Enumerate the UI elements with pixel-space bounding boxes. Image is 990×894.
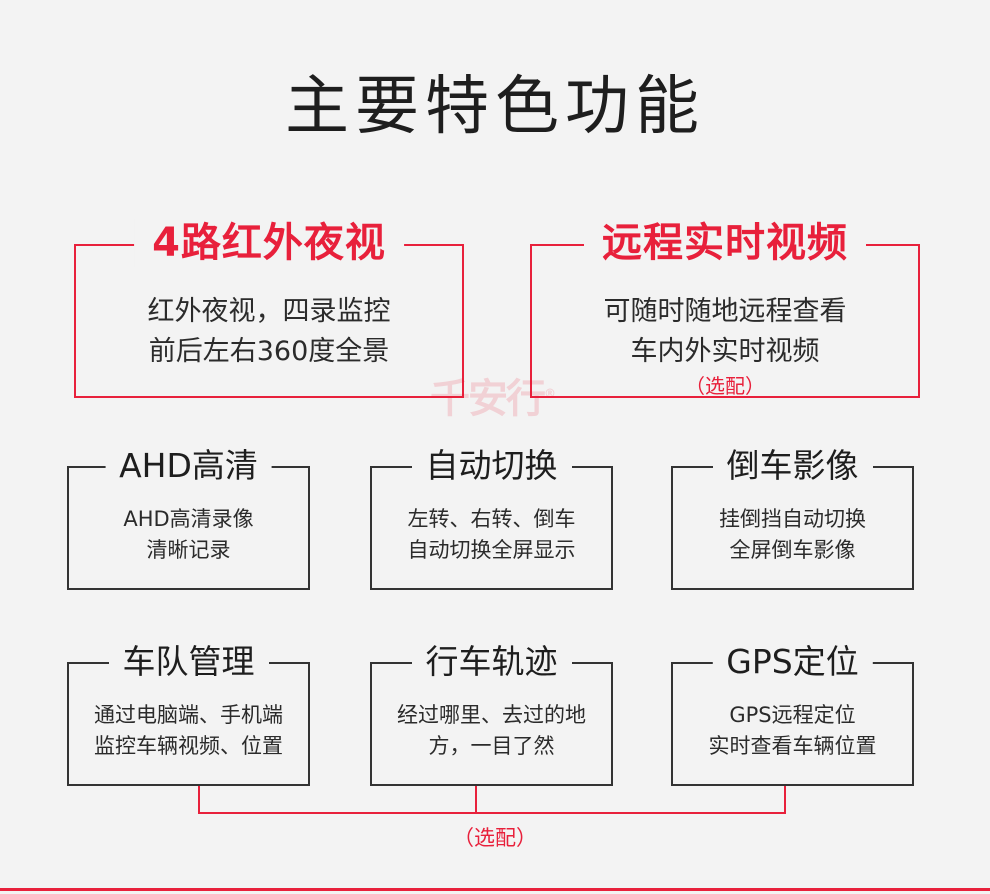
- feature-box-remote-video: 远程实时视频 可随时随地远程查看 车内外实时视频 （选配）: [530, 219, 920, 400]
- bracket-left: [198, 786, 200, 814]
- feature-description: 经过哪里、去过的地 方，一目了然: [372, 700, 611, 762]
- bracket-bar: [198, 812, 786, 814]
- feature-box-infrared-night-vision: 4路红外夜视 红外夜视，四录监控 前后左右360度全景: [74, 219, 464, 398]
- feature-line: 监控车辆视频、位置: [94, 734, 283, 758]
- feature-box-driving-track: 行车轨迹 经过哪里、去过的地 方，一目了然: [370, 640, 613, 786]
- feature-description: 左转、右转、倒车 自动切换全屏显示: [372, 504, 611, 566]
- optional-note-bottom: （选配）: [453, 826, 537, 850]
- feature-line: 左转、右转、倒车: [407, 507, 576, 531]
- feature-box-gps: GPS定位 GPS远程定位 实时查看车辆位置: [671, 640, 914, 786]
- feature-description: 挂倒挡自动切换 全屏倒车影像: [673, 504, 912, 566]
- feature-line: 方，一目了然: [428, 734, 555, 758]
- feature-box-ahd: AHD高清 AHD高清录像 清晰记录: [67, 444, 310, 590]
- feature-title: 行车轨迹: [411, 640, 572, 684]
- feature-line: 经过哪里、去过的地: [397, 703, 586, 727]
- feature-line: 实时查看车辆位置: [708, 734, 877, 758]
- bracket-right: [784, 786, 786, 814]
- feature-line: 红外夜视，四录监控: [147, 296, 391, 327]
- feature-title: 4路红外夜视: [134, 219, 404, 267]
- feature-description: 红外夜视，四录监控 前后左右360度全景: [76, 292, 462, 372]
- feature-title: 远程实时视频: [584, 219, 866, 267]
- optional-note: （选配）: [685, 374, 765, 398]
- bracket-middle: [475, 786, 477, 814]
- page-title: 主要特色功能: [285, 70, 705, 144]
- feature-line: 挂倒挡自动切换: [719, 507, 866, 531]
- feature-line: 清晰记录: [146, 538, 231, 562]
- feature-description: 可随时随地远程查看 车内外实时视频 （选配）: [532, 292, 918, 400]
- feature-line: 自动切换全屏显示: [407, 538, 576, 562]
- feature-box-reverse-camera: 倒车影像 挂倒挡自动切换 全屏倒车影像: [671, 444, 914, 590]
- feature-line: 全屏倒车影像: [729, 538, 856, 562]
- feature-title: GPS定位: [712, 640, 873, 684]
- feature-box-auto-switch: 自动切换 左转、右转、倒车 自动切换全屏显示: [370, 444, 613, 590]
- feature-line: 前后左右360度全景: [148, 336, 390, 367]
- brand-watermark: 千安行®: [430, 376, 556, 422]
- feature-line: 通过电脑端、手机端: [94, 703, 283, 727]
- bottom-divider: [0, 888, 990, 891]
- feature-title: AHD高清: [105, 444, 272, 488]
- feature-description: GPS远程定位 实时查看车辆位置: [673, 700, 912, 762]
- feature-line: 可随时随地远程查看: [603, 296, 847, 327]
- feature-line: AHD高清录像: [123, 507, 254, 531]
- feature-title: 自动切换: [411, 444, 572, 488]
- feature-title: 倒车影像: [712, 444, 873, 488]
- feature-description: AHD高清录像 清晰记录: [69, 504, 308, 566]
- feature-title: 车队管理: [108, 640, 269, 684]
- feature-box-fleet-management: 车队管理 通过电脑端、手机端 监控车辆视频、位置: [67, 640, 310, 786]
- feature-line: GPS远程定位: [729, 703, 856, 727]
- feature-line: 车内外实时视频: [630, 336, 820, 367]
- feature-description: 通过电脑端、手机端 监控车辆视频、位置: [69, 700, 308, 762]
